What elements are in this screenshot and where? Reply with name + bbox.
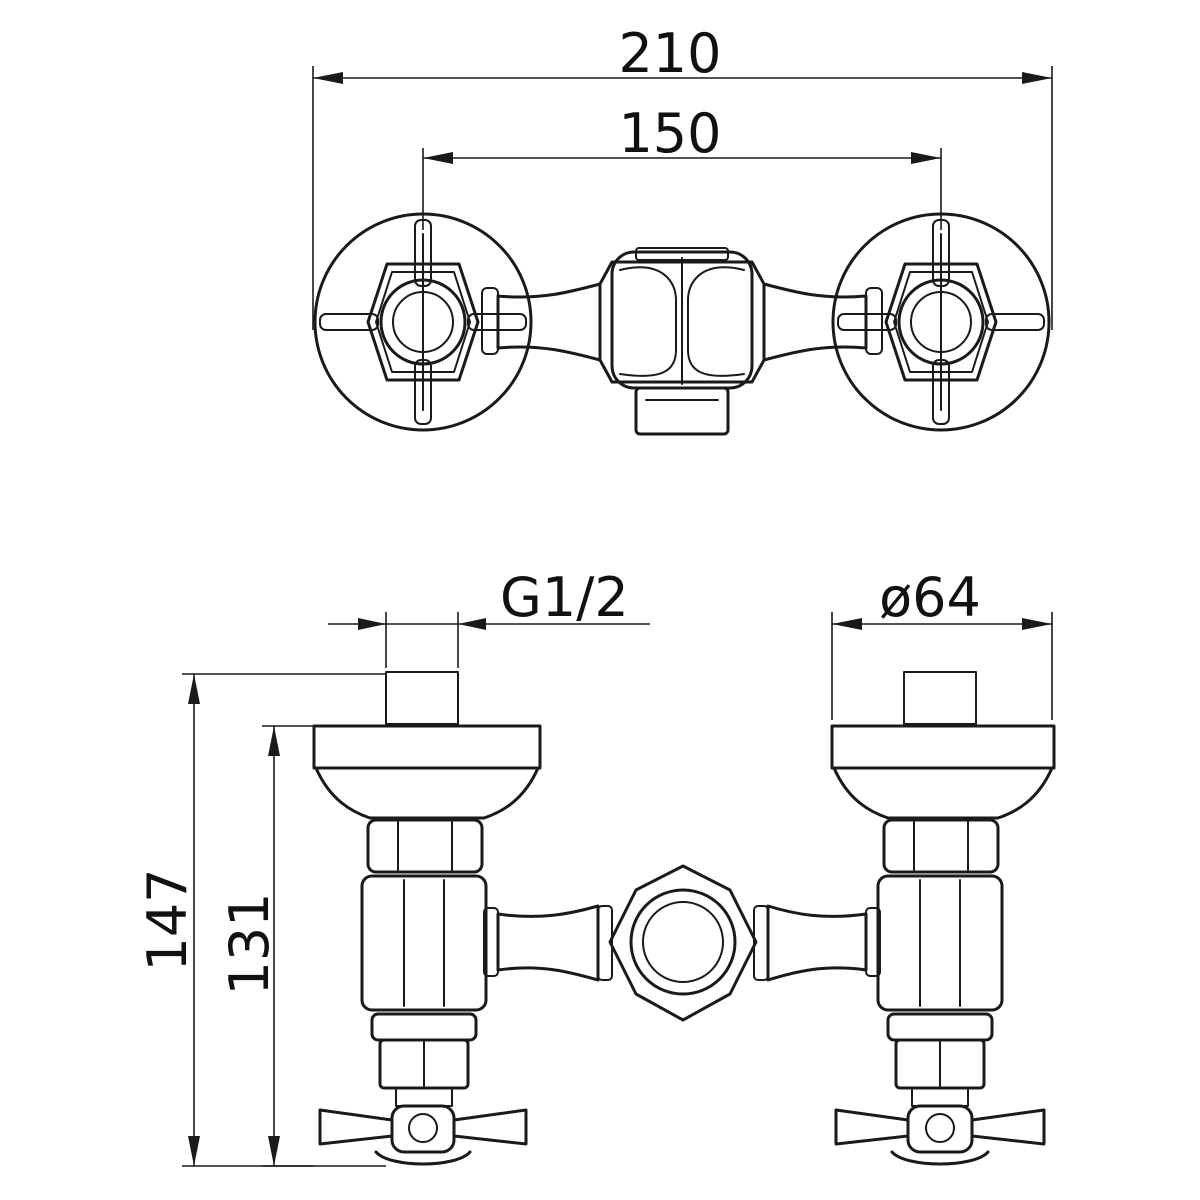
label-150: 150 <box>618 102 721 165</box>
right-valve <box>830 671 1056 1166</box>
label-210: 210 <box>618 22 721 85</box>
label-thread: G1/2 <box>500 566 629 629</box>
top-central-body <box>598 247 766 436</box>
dimension-thread-size: G1/2 <box>328 566 650 668</box>
front-view: G1/2 ø64 147 131 <box>136 566 1056 1167</box>
left-valve <box>312 671 542 1166</box>
dimension-flange-diameter: ø64 <box>831 566 1053 720</box>
label-147: 147 <box>136 868 199 971</box>
label-131: 131 <box>218 892 281 995</box>
dimension-center-distance: 150 <box>422 102 942 230</box>
top-view: 210 150 <box>312 22 1053 436</box>
dimension-overall-width: 210 <box>312 22 1053 330</box>
dimension-body-height: 131 <box>218 725 314 1167</box>
dimension-overall-height: 147 <box>136 673 386 1167</box>
right-rosette <box>831 212 1051 432</box>
label-diameter: ø64 <box>879 566 981 629</box>
front-central-hex <box>597 864 769 1022</box>
front-arms <box>483 904 881 982</box>
